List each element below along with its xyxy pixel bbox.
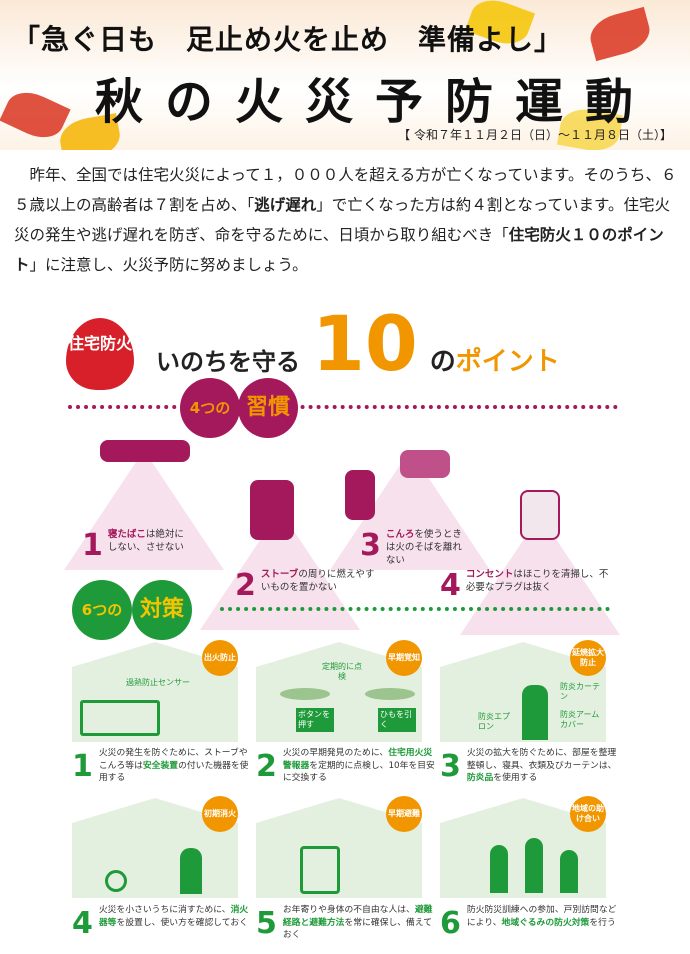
intro-text: 昨年、全国では住宅火災によって１，０００人を超える方が亡くなっています。そのうち… <box>14 166 677 274</box>
push-label: ボタンを押す <box>296 708 334 732</box>
measure-tag: 出火防止 <box>202 640 238 676</box>
emphasis: 住宅防火１０のポイント <box>14 226 664 274</box>
sleeping-person-icon <box>100 440 190 462</box>
person-extinguisher-icon <box>180 848 202 894</box>
outlet-icon <box>520 490 560 540</box>
title-part: いのちを守る <box>156 348 300 376</box>
person-icon <box>345 470 375 520</box>
title-part: のポイント <box>429 347 560 377</box>
measure-tag: 初期消火 <box>202 796 238 832</box>
slogan: 「急ぐ日も 足止め火を止め 準備よし」 <box>12 23 564 56</box>
header-banner: 「急ぐ日も 足止め火を止め 準備よし」 秋の火災予防運動 【 令和７年１１月２日… <box>0 0 690 150</box>
apron-label: 防炎エプロン <box>478 712 510 731</box>
smoke-alarm-icon <box>365 688 415 700</box>
divider <box>68 405 618 409</box>
inspect-label: 定期的に点検 <box>322 662 362 681</box>
person-icon <box>560 850 578 893</box>
person-icon <box>490 845 508 893</box>
infographic-title: いのちを守る 10 のポイント <box>156 304 560 384</box>
arm-cover-label: 防炎アームカバー <box>560 710 600 729</box>
measures-num: 6つの <box>72 580 132 640</box>
measure-tag: 地域の助け合い <box>570 796 606 832</box>
cooktop-icon <box>400 450 450 478</box>
pull-label: ひもを引く <box>378 708 416 732</box>
fire-badge: 住宅防火 <box>66 318 134 390</box>
title-number: 10 <box>312 299 418 388</box>
leaf-icon <box>585 6 655 62</box>
divider <box>220 607 610 611</box>
sensor-label: 過熱防止センサー <box>126 678 190 687</box>
evacuation-route-icon <box>300 846 340 894</box>
stove-icon <box>80 700 160 736</box>
campaign-period: 【 令和７年１１月２日（日）～１１月８日（土）】 <box>398 128 672 142</box>
fire-icon <box>105 870 127 892</box>
person-icon <box>522 685 548 740</box>
habits-num: 4つの <box>180 378 240 438</box>
measures-heading: 対策 <box>132 580 192 640</box>
smoke-alarm-icon <box>280 688 330 700</box>
stove-icon <box>250 480 294 540</box>
measure-tag: 延焼拡大防止 <box>570 640 606 676</box>
measure-tag: 早期覚知 <box>386 640 422 676</box>
measure-tag: 早期避難 <box>386 796 422 832</box>
person-icon <box>525 838 543 893</box>
habits-heading: 習慣 <box>238 378 298 438</box>
emphasis: 逃げ遅れ <box>254 196 317 214</box>
page-title: 秋の火災予防運動 <box>95 74 656 130</box>
curtain-label: 防炎カーテン <box>560 682 600 701</box>
